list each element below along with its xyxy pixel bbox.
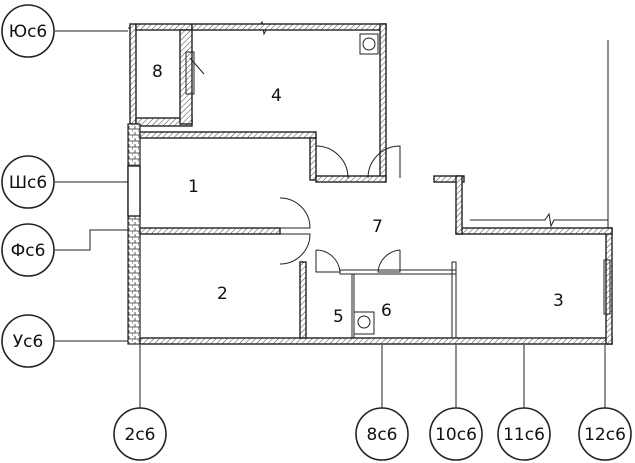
room-2-label: 2	[217, 284, 228, 304]
walls	[127, 23, 613, 345]
svg-text:Шс6: Шс6	[9, 173, 47, 193]
room-3-label: 3	[553, 291, 564, 311]
svg-text:8с6: 8с6	[367, 425, 398, 445]
svg-text:Ус6: Ус6	[13, 332, 44, 352]
axis-marker-sh: Шс6	[1, 155, 55, 209]
svg-text:Фс6: Фс6	[11, 241, 46, 261]
room-8-label: 8	[152, 62, 163, 82]
axis-marker-11: 11с6	[497, 407, 551, 461]
room-5-label: 5	[333, 307, 344, 327]
fixtures	[353, 33, 379, 335]
svg-text:11с6: 11с6	[503, 425, 545, 445]
axis-marker-2: 2с6	[113, 407, 167, 461]
axis-marker-f: Фс6	[1, 223, 55, 277]
room-labels: 1 2 3 4 5 6 7 8	[152, 62, 564, 327]
room-6-label: 6	[381, 301, 392, 321]
room-1-label: 1	[188, 177, 199, 197]
svg-text:10с6: 10с6	[435, 425, 477, 445]
axis-marker-yu: Юс6	[1, 4, 55, 58]
svg-text:2с6: 2с6	[125, 425, 156, 445]
axis-bubbles-left: Юс6 Шс6 Фс6 Ус6	[1, 4, 55, 368]
axis-bubbles-bottom: 2с6 8с6 10с6 11с6 12с6	[113, 407, 632, 461]
room-7-label: 7	[372, 217, 383, 237]
svg-text:12с6: 12с6	[584, 425, 626, 445]
svg-text:Юс6: Юс6	[9, 22, 48, 42]
axis-marker-12: 12с6	[578, 407, 632, 461]
room-4-label: 4	[271, 86, 282, 106]
axis-marker-8: 8с6	[355, 407, 409, 461]
doors	[185, 51, 611, 315]
axis-marker-u: Ус6	[1, 314, 55, 368]
axis-marker-10: 10с6	[429, 407, 483, 461]
